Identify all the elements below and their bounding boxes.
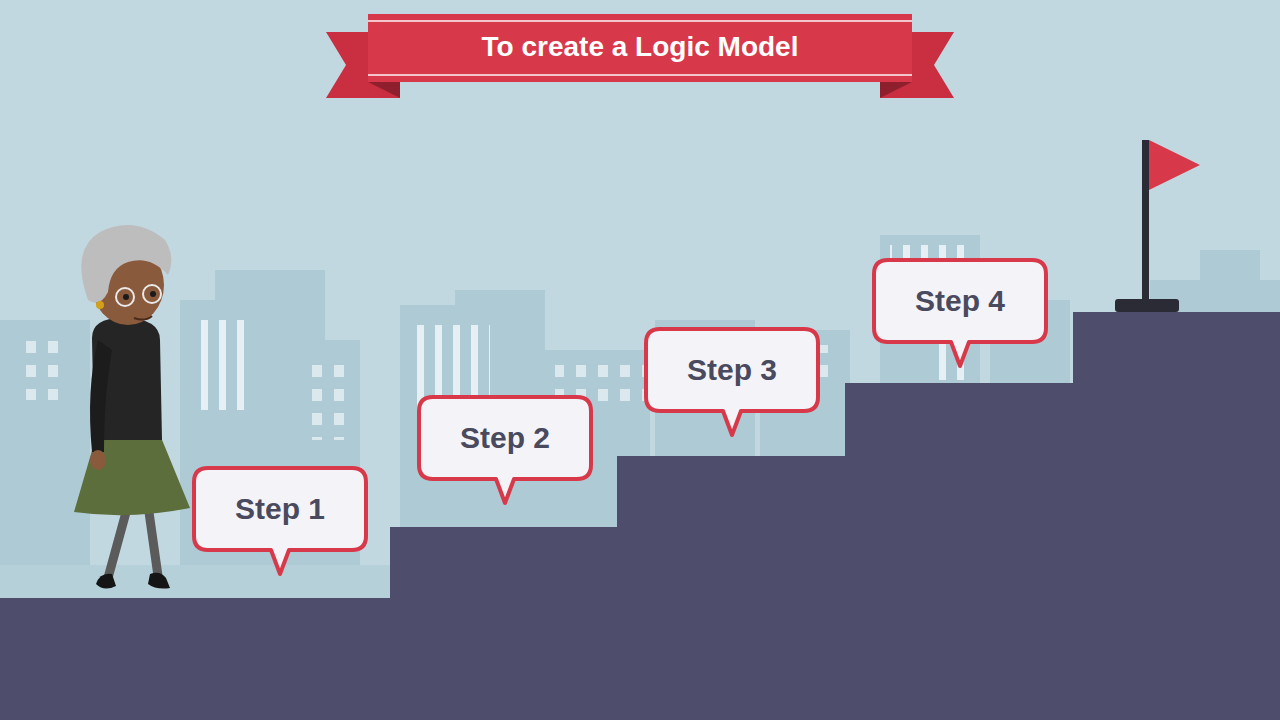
step-callout: Step 1	[192, 466, 368, 580]
banner-title: To create a Logic Model	[482, 31, 799, 63]
step-label: Step 1	[235, 492, 325, 526]
callout-outline	[194, 468, 366, 574]
step-label: Step 3	[687, 353, 777, 387]
step-label: Step 2	[460, 421, 550, 455]
callout-outline	[646, 329, 818, 435]
callout-body: Step 1	[192, 466, 368, 552]
callout-body: Step 2	[417, 395, 593, 481]
callout-body: Step 3	[644, 327, 820, 413]
callout-outline	[874, 260, 1046, 366]
goal-flag	[1115, 140, 1200, 312]
staircase	[0, 312, 1280, 720]
banner-ribbon	[326, 14, 954, 98]
step-callout: Step 3	[644, 327, 820, 441]
callout-outline	[419, 397, 591, 503]
woman-figure	[74, 225, 190, 588]
step-callout: Step 2	[417, 395, 593, 509]
callout-body: Step 4	[872, 258, 1048, 344]
step-label: Step 4	[915, 284, 1005, 318]
step-callout: Step 4	[872, 258, 1048, 372]
